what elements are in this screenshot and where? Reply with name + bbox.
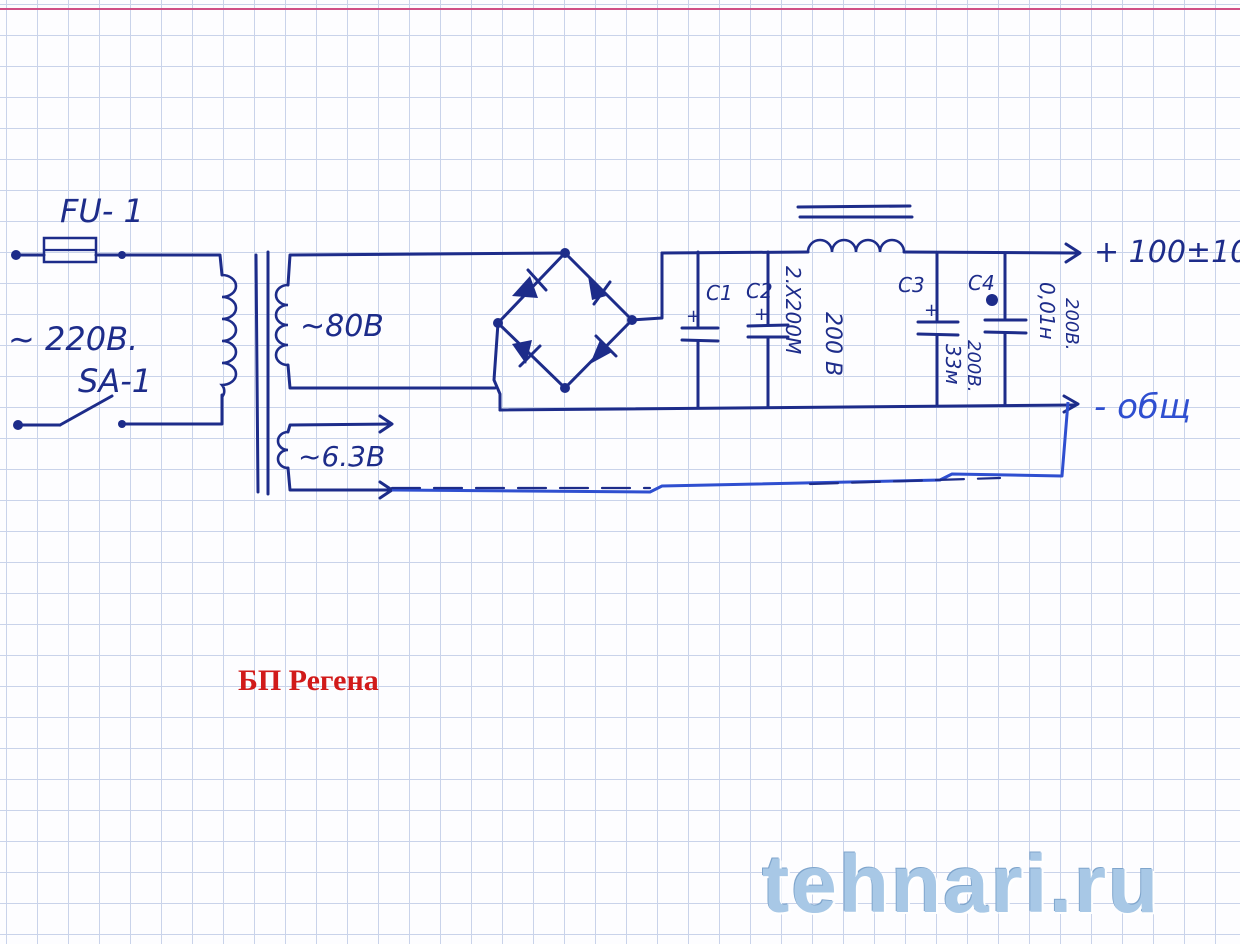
label-secondary-6v3: ~6.3В	[298, 440, 385, 473]
capacitor-c3: +	[916, 251, 960, 407]
wire-6v3-bottom	[286, 466, 394, 492]
secondary-80v-coil	[274, 283, 289, 367]
switch-sa1	[16, 394, 126, 428]
choke-inductor	[806, 238, 906, 253]
label-c4-voltage: 200В.	[1061, 298, 1082, 350]
label-c1: С1	[706, 281, 733, 305]
wire-bridge-to-ground	[492, 321, 502, 412]
capacitor-c2: +	[746, 250, 790, 409]
label-c3-rating: 33м	[941, 344, 965, 385]
label-secondary-80v: ~80В	[300, 309, 384, 344]
choke-core	[796, 204, 914, 219]
secondary-6v3-coil	[276, 430, 289, 470]
label-c2: С2	[746, 279, 773, 303]
capacitor-c1: +	[680, 250, 720, 410]
common-wire-dashed-right	[808, 476, 1002, 486]
output-positive-arrow	[1064, 242, 1082, 264]
watermark-logo: tehnari.ru	[762, 839, 1161, 930]
svg-text:+: +	[686, 306, 701, 327]
transformer-core	[254, 250, 270, 496]
arrow-6v3-top	[378, 414, 394, 434]
svg-text:+: +	[924, 300, 939, 321]
capacitor-c4	[983, 251, 1028, 407]
label-c12-voltage: 200 В	[820, 312, 845, 376]
label-output-common: - общ	[1094, 387, 1191, 427]
schematic-title: БП Регена	[238, 664, 379, 697]
diode-bridge	[493, 248, 637, 393]
wire-80v-top	[286, 251, 567, 287]
label-c12-rating: 2.Х200М	[781, 266, 805, 354]
label-c3-voltage: 200В.	[963, 340, 984, 392]
wire-fuse-to-primary	[120, 253, 224, 277]
positive-rail-left	[660, 250, 810, 255]
label-mains-voltage: ~ 220В.	[8, 320, 138, 358]
label-output-positive: + 100±10	[1094, 235, 1240, 270]
ground-rail	[498, 403, 1076, 412]
wire-80v-bottom	[286, 363, 497, 390]
label-c4-rating: 0,01н	[1035, 282, 1059, 340]
label-c3: С3	[898, 273, 925, 297]
label-fuse: FU- 1	[60, 192, 144, 230]
positive-rail-right	[902, 250, 1078, 255]
label-switch: SA-1	[78, 362, 152, 400]
svg-text:+: +	[754, 304, 769, 325]
wire-switch-to-primary	[120, 393, 224, 426]
wire-6v3-top	[286, 422, 392, 434]
common-wire-blue	[391, 401, 1070, 494]
label-c4: С4	[968, 271, 995, 295]
wire-bridge-positive	[630, 251, 664, 322]
fuse-fu1	[14, 236, 126, 264]
transformer-primary-coil	[219, 273, 238, 398]
